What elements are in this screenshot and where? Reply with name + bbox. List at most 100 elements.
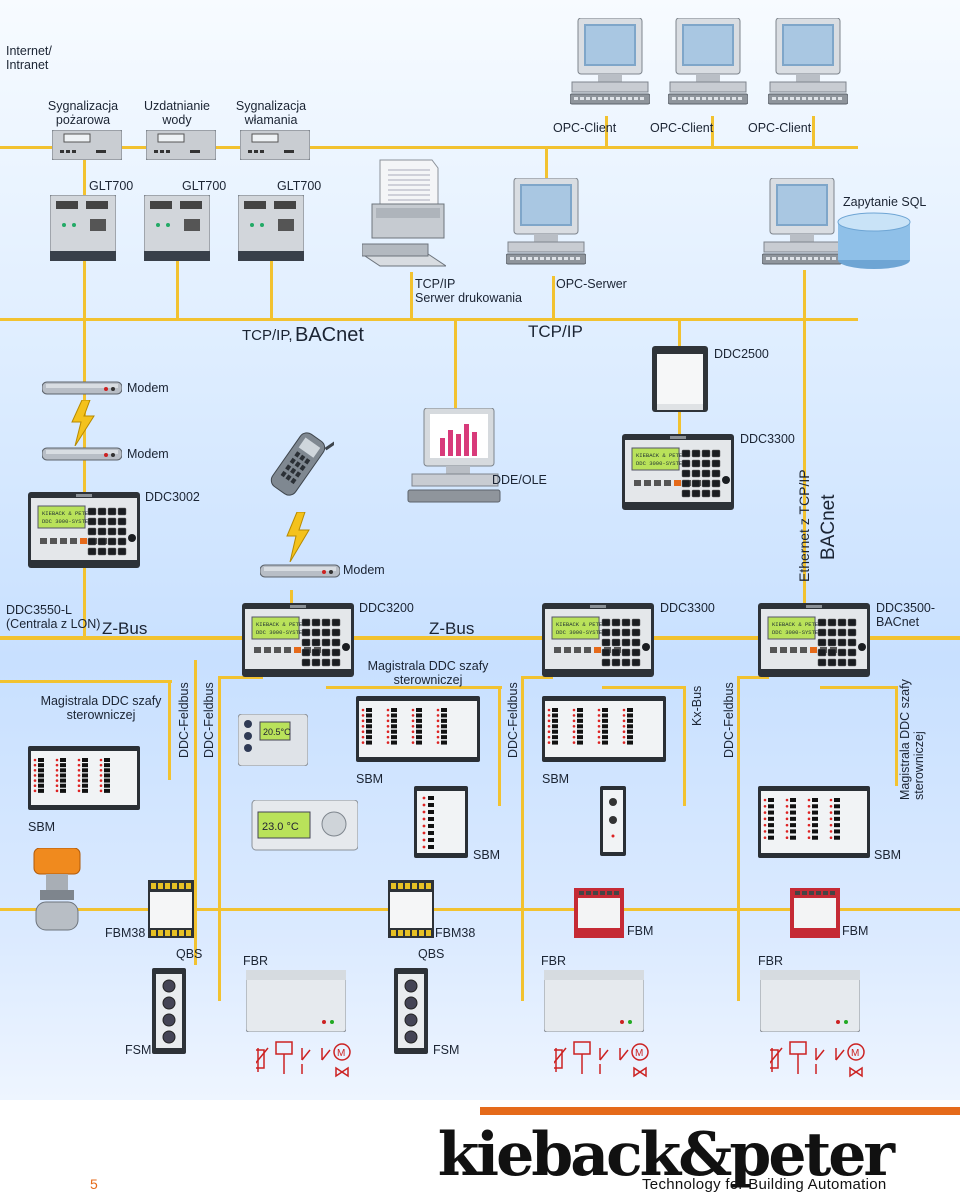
ddc3300-label: DDC3300 — [740, 432, 795, 446]
fbm-module-icon — [790, 888, 840, 938]
glt700-label: GLT700 — [277, 179, 322, 193]
opc-client-drop-3 — [812, 116, 815, 148]
opc-client-drop-1 — [605, 116, 608, 148]
database-icon — [836, 210, 912, 270]
svg-text:DDC 3000-SYSTEM: DDC 3000-SYSTEM — [256, 629, 306, 636]
fsm-label: FSM — [433, 1043, 460, 1057]
sbm-module-icon — [542, 696, 666, 762]
sbm-label: SBM — [542, 772, 570, 786]
ddc3300-controller-icon: KIEBACK & PETER DDC 3000-SYSTEM — [542, 603, 654, 677]
tcpip-bacnet-label-a: TCP/IP, — [242, 327, 293, 344]
opc-client-drop-2 — [711, 116, 714, 148]
svg-text:23.0 °C: 23.0 °C — [262, 821, 299, 833]
fbr-label: FBR — [541, 954, 566, 968]
ethernet-riser — [803, 270, 806, 640]
svg-text:20.5°C: 20.5°C — [263, 727, 291, 737]
svg-text:KIEBACK & PETER: KIEBACK & PETER — [42, 510, 92, 517]
svg-text:KIEBACK & PETER: KIEBACK & PETER — [636, 452, 686, 459]
z-bus-label: Z-Bus — [429, 619, 475, 638]
sbm-module-icon — [28, 746, 140, 810]
modem-label: Modem — [127, 447, 169, 461]
sbm-label: SBM — [28, 820, 56, 834]
actuator-schematic-icon: M — [547, 1034, 650, 1080]
modem-icon — [41, 446, 123, 462]
fbm38-label: FBM38 — [105, 926, 146, 940]
feldbus-1 — [194, 660, 197, 965]
sbm-module-icon — [356, 696, 480, 762]
left-field-bus — [0, 680, 172, 683]
print-server-label: TCP/IP Serwer drukowania — [415, 277, 522, 305]
svg-text:M: M — [635, 1048, 643, 1059]
signalling-panel-icon — [239, 129, 311, 161]
glt-drop-3 — [270, 260, 273, 320]
svg-text:M: M — [337, 1048, 345, 1059]
magistrala-left-label: Magistrala DDC szafy sterowniczej — [40, 694, 162, 722]
left-field-drop — [168, 680, 171, 780]
magistrala-center-drop — [498, 686, 501, 806]
fbm38-label: FBM38 — [435, 926, 476, 940]
brand-tagline: Technology for Building Automation — [642, 1176, 887, 1193]
fbm38-module-icon — [388, 880, 434, 938]
print-drop — [410, 272, 413, 320]
internet-label: Internet/ Intranet — [6, 44, 52, 72]
fire-signalling-label: Sygnalizacja pożarowa — [47, 99, 119, 127]
fbm-label: FBM — [842, 924, 869, 938]
kx-bus-label: Kx-Bus — [690, 685, 704, 726]
page-number: 5 — [90, 1176, 98, 1192]
glt700-controller-icon — [143, 194, 211, 262]
opc-client-label: OPC-Client — [748, 121, 812, 135]
pc-monitor-icon — [761, 177, 843, 266]
sql-query-label: Zapytanie SQL — [843, 195, 927, 209]
ddc3300-label: DDC3300 — [660, 601, 715, 615]
wireless-link-icon — [286, 512, 310, 562]
glt700-controller-icon — [237, 194, 305, 262]
ethernet-tcpip-label: Ethernet z TCP/IP — [796, 469, 812, 582]
ddc3500-controller-icon: KIEBACK & PETER DDC 3000-SYSTEM — [758, 603, 870, 677]
actuator-schematic-icon: M — [249, 1034, 352, 1080]
fbm38-module-icon — [148, 880, 194, 938]
intranet-bus — [0, 146, 858, 149]
ddc-feldbus-label: DDC-Feldbus — [202, 682, 216, 758]
fbm-module-icon — [574, 888, 624, 938]
room-temperature-unit-icon: 20.5°C — [237, 713, 309, 767]
ddc3002-label: DDC3002 — [145, 490, 200, 504]
fsm-module-icon — [394, 968, 428, 1054]
signalling-panel-icon — [145, 129, 217, 161]
magistrala-right-drop — [895, 686, 898, 786]
room-thermostat-icon: 23.0 °C — [238, 799, 359, 856]
ddc3200-label: DDC3200 — [359, 601, 414, 615]
sbm-label: SBM — [356, 772, 384, 786]
modem-icon — [41, 380, 123, 396]
fsm-label: FSM — [125, 1043, 152, 1057]
fbr-enclosure-icon — [543, 969, 645, 1033]
printer-icon — [360, 158, 448, 276]
z-bus-label: Z-Bus — [102, 619, 148, 638]
actuator-schematic-icon: M — [763, 1034, 866, 1080]
svg-text:DDC 3000-SYSTEM: DDC 3000-SYSTEM — [772, 629, 822, 636]
sbm-label: SBM — [874, 848, 902, 862]
modem-label: Modem — [343, 563, 385, 577]
feldbus-3-top — [521, 676, 553, 679]
qbs-label: QBS — [418, 947, 445, 961]
pc-monitor-icon — [667, 17, 749, 106]
svg-text:DDC 3000-SYSTEM: DDC 3000-SYSTEM — [42, 518, 92, 525]
pc-monitor-icon — [569, 17, 651, 106]
ddc3002-controller-icon: KIEBACK & PETER DDC 3000-SYSTEM — [28, 492, 140, 568]
svg-text:M: M — [851, 1048, 859, 1059]
svg-text:DDC 3000-SYSTEM: DDC 3000-SYSTEM — [556, 629, 606, 636]
pc-monitor-icon — [767, 17, 849, 106]
pc-monitor-icon — [505, 177, 587, 266]
svg-text:KIEBACK & PETER: KIEBACK & PETER — [256, 621, 306, 628]
ddc3300-controller-icon: KIEBACK & PETER DDC 3000-SYSTEM — [622, 434, 734, 510]
brand-logo: kieback&peter — [437, 1120, 895, 1190]
svg-text:KIEBACK & PETER: KIEBACK & PETER — [556, 621, 606, 628]
fbr-label: FBR — [758, 954, 783, 968]
ddc-feldbus-label: DDC-Feldbus — [506, 682, 520, 758]
kx-bus — [683, 686, 686, 806]
fbm-bus — [0, 908, 960, 911]
sbm-module-icon — [414, 786, 468, 858]
fbr-enclosure-icon — [245, 969, 347, 1033]
footer-accent-bar — [480, 1107, 960, 1115]
svg-text:KIEBACK & PETER: KIEBACK & PETER — [772, 621, 822, 628]
